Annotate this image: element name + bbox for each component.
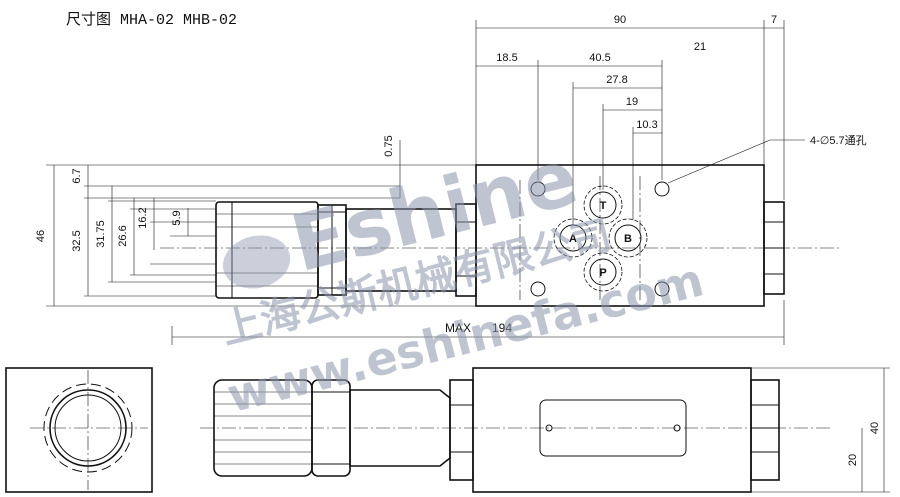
port-b-label: B (624, 233, 632, 245)
overall-length-dimension: MAX 194 (171, 300, 785, 345)
dim-10-3: 10.3 (636, 119, 657, 131)
drawing-title: 尺寸图 MHA-02 MHB-02 (66, 12, 238, 29)
dim-40-5: 40.5 (589, 52, 610, 64)
dim-46: 46 (35, 230, 47, 242)
dim-26-6: 26.6 (117, 225, 129, 246)
dim-194: 194 (492, 321, 512, 335)
dim-16-2: 16.2 (137, 207, 149, 228)
dim-32-5: 32.5 (71, 230, 83, 251)
dim-19: 19 (626, 96, 638, 108)
dim-90: 90 (614, 14, 626, 26)
watermark: Eshine 上海公斯机械有限公司 www.eshinefa.com (217, 133, 709, 423)
port-b-circle (614, 224, 642, 252)
port-t-circle (589, 191, 617, 219)
dim-7: 7 (771, 14, 777, 26)
hex-nut-left-side (449, 379, 474, 481)
mount-hole-4 (654, 281, 670, 297)
port-a-label: A (569, 233, 577, 245)
eshine-logo-icon (222, 235, 291, 289)
dim-21: 21 (694, 41, 706, 53)
knurled-knob-top (215, 201, 319, 299)
mount-hole-2 (530, 281, 546, 297)
left-dimensions: 46 6.7 32.5 31.75 26.6 16.2 5.9 0.75 (35, 135, 476, 307)
dim-18-5: 18.5 (496, 52, 517, 64)
end-view (5, 367, 153, 493)
valve-body-side (472, 367, 752, 493)
hex-nut-right-side (750, 379, 780, 481)
top-dimensions: 90 7 21 18.5 40.5 27.8 19 10.3 (475, 14, 785, 225)
dim-40: 40 (869, 422, 881, 434)
hole-note-leader (667, 139, 805, 184)
hole-note: 4-∅5.7通孔 (810, 134, 867, 147)
port-p-circle (589, 258, 617, 286)
dim-5-9: 5.9 (171, 210, 183, 225)
mount-hole-3 (654, 181, 670, 197)
dim-max-label: MAX (445, 321, 471, 335)
dim-0-75: 0.75 (383, 135, 395, 156)
side-view: 40 20 (200, 367, 890, 493)
top-view: T A B P 4-∅5.7通孔 (160, 134, 867, 307)
dim-31-75: 31.75 (95, 220, 107, 248)
dim-6-7: 6.7 (71, 168, 83, 183)
end-view-body (5, 367, 153, 493)
dim-27-8: 27.8 (606, 74, 627, 86)
mount-hole-1 (530, 181, 546, 197)
dim-20: 20 (847, 454, 859, 466)
port-t-label: T (600, 200, 607, 212)
port-p-label: P (599, 267, 606, 279)
